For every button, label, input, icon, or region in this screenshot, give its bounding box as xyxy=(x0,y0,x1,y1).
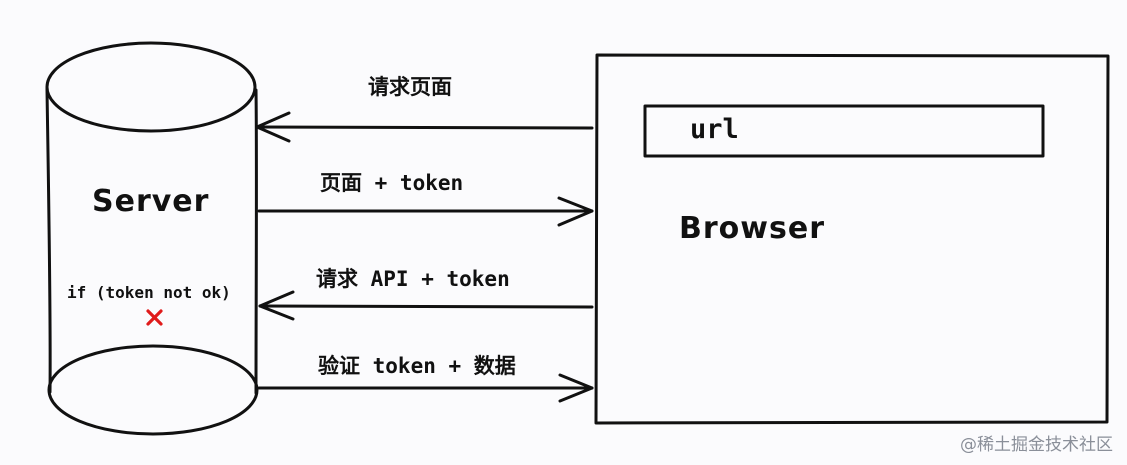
arrow-label-verify-token-data: 验证 token + 数据 xyxy=(318,354,516,378)
server-cylinder-top xyxy=(45,41,257,133)
watermark: @稀土掘金技术社区 xyxy=(960,435,1113,455)
arrow-verify-token-data: 验证 token + 数据 xyxy=(257,354,594,403)
red-x-icon xyxy=(146,309,163,326)
server-cylinder-bottom xyxy=(47,344,259,436)
arrow-label-page-token: 页面 + token xyxy=(320,171,463,195)
arrowhead-left-icon xyxy=(255,111,291,143)
browser-label: Browser xyxy=(679,211,825,246)
arrow-request-page: 请求页面 xyxy=(255,75,594,143)
server-cylinder-body xyxy=(45,86,52,394)
arrowhead-right-icon xyxy=(557,196,594,227)
server-cylinder: Server if (token not ok) xyxy=(45,41,259,436)
arrow-label-request-page: 请求页面 xyxy=(368,75,452,99)
arrow-line xyxy=(258,304,594,309)
url-bar-text: url xyxy=(690,114,739,145)
server-label: Server xyxy=(92,184,209,219)
arrowhead-left-icon xyxy=(258,290,295,321)
arrow-label-request-api-token: 请求 API + token xyxy=(316,267,510,291)
arrowhead-right-icon xyxy=(558,373,594,403)
url-bar xyxy=(643,104,1045,158)
arrow-page-token: 页面 + token xyxy=(257,171,594,227)
token-check-condition: if (token not ok) xyxy=(67,283,231,302)
arrow-request-api-token: 请求 API + token xyxy=(258,267,594,321)
browser-frame xyxy=(594,53,1110,425)
browser-window: url Browser xyxy=(594,53,1110,425)
arrow-line xyxy=(256,125,594,130)
